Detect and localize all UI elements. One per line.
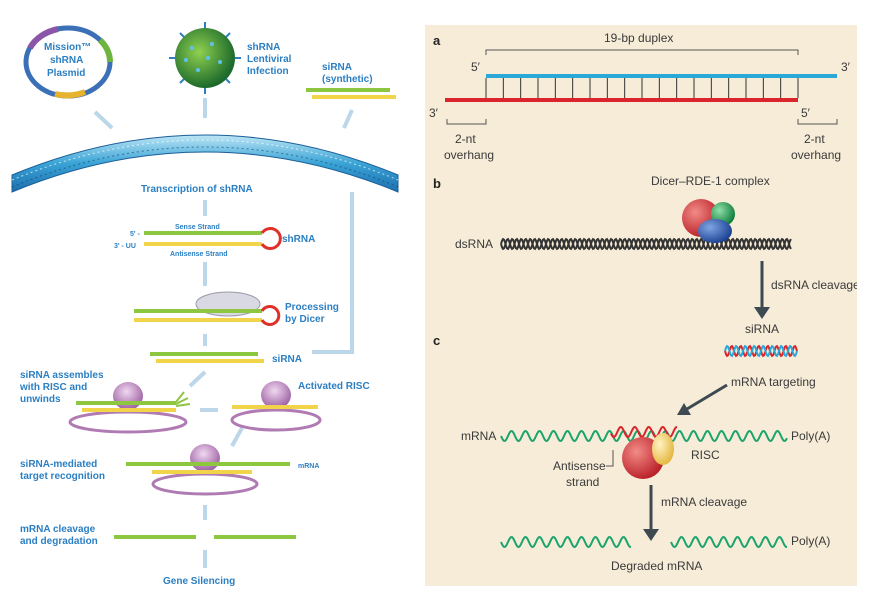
overhang-left-1: 2-nt: [455, 132, 476, 146]
dicer-complex: [682, 199, 735, 243]
duplex-label: 19-bp duplex: [604, 31, 673, 45]
lenti-label-3: Infection: [247, 66, 289, 77]
cleavage-arrow-head: [754, 307, 770, 319]
duplex-bracket: [485, 49, 799, 55]
synthetic-sirna-duplex: [306, 88, 396, 99]
shrna-hairpin: [144, 227, 282, 250]
guide-strand: [445, 98, 798, 102]
three-prime-uu-label: 3' - UU: [114, 243, 136, 250]
right-diagram: a 19-bp duplex 5′ 3′ 3′ 5′ 2-nt overhang…: [429, 31, 860, 573]
mrna-targeting-label: mRNA targeting: [731, 375, 816, 389]
sense-strand-label: Sense Strand: [175, 224, 220, 231]
polya-label-1: Poly(A): [791, 429, 830, 443]
entry-arrows: [93, 98, 354, 130]
antisense-pointer: [606, 450, 614, 467]
sirna-synthetic-label-2: (synthetic): [322, 74, 373, 85]
mrna-label: mRNA: [461, 429, 496, 443]
dsrna-cleavage-label: dsRNA cleavage: [771, 278, 857, 292]
dsrna-label: dsRNA: [455, 237, 493, 251]
antisense-strand-label: Antisense Strand: [170, 251, 228, 258]
assembles-label-2: with RISC and: [19, 382, 87, 393]
lentivirus-icon: [169, 22, 241, 94]
recognition-label-2: target recognition: [20, 471, 105, 482]
polya-label-2: Poly(A): [791, 534, 830, 548]
left-overhang-bracket: [446, 119, 487, 125]
synthetic-pathway-arrow: [312, 192, 354, 354]
overhang-right-1: 2-nt: [804, 132, 825, 146]
antisense-bound-wave: [610, 425, 678, 439]
target-recognition: [126, 444, 290, 496]
degraded-mrna-right: [670, 536, 787, 548]
dsrna-strand-b: [500, 237, 792, 251]
plasmid-label-3: Plasmid: [47, 68, 85, 79]
degraded-mrna-left: [500, 536, 631, 548]
cleaved-mrna: [114, 535, 296, 539]
antisense-label-2: strand: [566, 475, 599, 489]
mrna-cleavage-label: mRNA cleavage: [661, 495, 747, 509]
dicer-label: Dicer–RDE-1 complex: [651, 174, 770, 188]
right-schematic: a 19-bp duplex 5′ 3′ 3′ 5′ 2-nt overhang…: [425, 25, 860, 586]
passenger-strand: [486, 74, 837, 78]
sirna-strand-blue: [724, 344, 798, 358]
flow-arrows: [188, 200, 244, 568]
dsrna-strand-a: [500, 237, 792, 251]
panel-b-label: b: [433, 176, 441, 191]
lenti-label-1: shRNA: [247, 42, 280, 53]
five-prime-label: 5' -: [130, 231, 141, 238]
targeting-arrow-shaft: [686, 383, 728, 411]
risc-label: RISC: [691, 448, 720, 462]
risc-assembly: [68, 382, 191, 434]
targeting-arrow-head: [677, 403, 691, 415]
risc-complex: [622, 433, 674, 479]
activated-risc-label: Activated RISC: [298, 381, 370, 392]
plasmid-label-2: shRNA: [50, 55, 83, 66]
plasmid-icon: [23, 25, 113, 99]
three-prime-top: 3′: [841, 60, 851, 74]
cleavage-label-1: mRNA cleavage: [20, 524, 96, 535]
sirna-duplex: [150, 352, 264, 363]
sirna-label-right: siRNA: [745, 322, 779, 336]
plasmid-label-1: Mission™: [44, 42, 91, 53]
shrna-label: shRNA: [282, 234, 315, 245]
processing-label-2: by Dicer: [285, 314, 325, 325]
antisense-label-1: Antisense: [553, 459, 606, 473]
right-overhang-bracket: [797, 119, 838, 125]
three-prime-bottom: 3′: [429, 106, 439, 120]
panel-c-label: c: [433, 333, 440, 348]
cleavage-label-2: and degradation: [20, 536, 98, 547]
degraded-mrna-label: Degraded mRNA: [611, 559, 702, 573]
duplex-base-pairs: [485, 78, 799, 98]
overhang-left-2: overhang: [444, 148, 494, 162]
recognition-label-1: siRNA-mediated: [20, 459, 97, 470]
sirna-label: siRNA: [272, 354, 302, 365]
activated-risc: [230, 381, 322, 432]
dicer-processing: [134, 291, 281, 326]
left-diagram: Mission™ shRNA Plasmid shRNA Lentiviral …: [11, 22, 399, 587]
five-prime-bottom: 5′: [801, 106, 811, 120]
mrna-small-label: mRNA: [298, 463, 319, 470]
assembles-label-3: unwinds: [20, 394, 61, 405]
left-schematic: Mission™ shRNA Plasmid shRNA Lentiviral …: [0, 0, 425, 596]
sirna-synthetic-label-1: siRNA: [322, 62, 352, 73]
panel-a-label: a: [433, 33, 441, 48]
assembles-label-1: siRNA assembles: [20, 370, 104, 381]
gene-silencing-label: Gene Silencing: [163, 576, 235, 587]
five-prime-top: 5′: [471, 60, 481, 74]
processing-label-1: Processing: [285, 302, 339, 313]
mrna-cleavage-arrow-head: [643, 529, 659, 541]
lenti-label-2: Lentiviral: [247, 54, 292, 65]
transcription-label: Transcription of shRNA: [141, 184, 253, 195]
cell-membrane: [11, 134, 399, 193]
overhang-right-2: overhang: [791, 148, 841, 162]
